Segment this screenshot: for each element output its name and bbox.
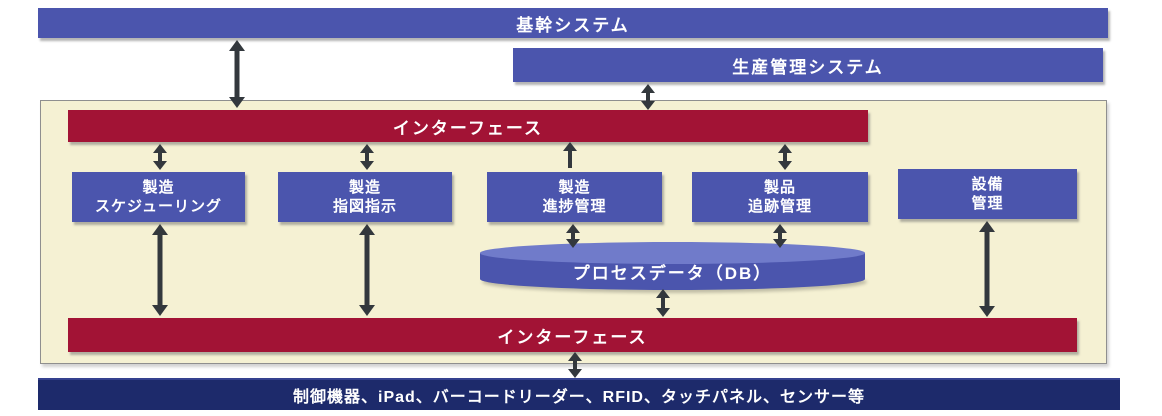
product-tracking-box: 製品 追跡管理	[692, 172, 868, 222]
production-management-bar: 生産管理システム	[513, 48, 1103, 82]
arrow-tracking-db	[772, 224, 788, 248]
field-devices-label: 制御機器、iPad、バーコードリーダー、RFID、タッチパネル、センサー等	[293, 389, 865, 406]
box-label-line: 製造	[558, 178, 591, 196]
arrow-production-interface	[640, 84, 656, 110]
arrow-interface-order	[359, 144, 375, 170]
interface-bottom-label: インターフェース	[497, 327, 648, 347]
box-label-line: 設備	[971, 175, 1004, 193]
manufacturing-scheduling-box: 製造 スケジューリング	[72, 172, 245, 222]
box-label-line: 管理	[971, 195, 1004, 212]
interface-bottom-bar: インターフェース	[68, 318, 1077, 352]
box-label-line: 製造	[142, 178, 175, 196]
equipment-management-box: 設備 管理	[898, 169, 1077, 219]
arrow-progress-interface	[562, 142, 578, 170]
manufacturing-order-box: 製造 指図指示	[278, 172, 452, 222]
interface-top-label: インターフェース	[392, 118, 544, 138]
core-system-label: 基幹システム	[516, 15, 630, 35]
arrow-progress-db	[565, 224, 581, 248]
box-label-line: 指図指示	[332, 198, 397, 215]
arrow-scheduling-bottom-interface	[152, 224, 168, 316]
process-db-label: プロセスデータ（DB）	[572, 264, 773, 283]
arrow-equipment-bottom-interface	[979, 221, 995, 317]
box-label-line: スケジューリング	[95, 198, 222, 215]
arrow-bottom-interface-devices	[567, 352, 583, 378]
field-devices-bar: 制御機器、iPad、バーコードリーダー、RFID、タッチパネル、センサー等	[38, 378, 1120, 410]
interface-top-bar: インターフェース	[68, 110, 868, 142]
arrow-interface-tracking	[777, 144, 793, 170]
box-label-line: 追跡管理	[747, 198, 812, 215]
arrow-db-bottom-interface	[655, 289, 671, 317]
box-label-line: 製品	[763, 178, 796, 196]
process-db-cylinder: プロセスデータ（DB）	[480, 242, 865, 290]
box-label-line: 進捗管理	[542, 198, 607, 215]
manufacturing-progress-box: 製造 進捗管理	[487, 172, 662, 222]
production-management-label: 生産管理システム	[732, 57, 884, 77]
box-label-line: 製造	[348, 178, 381, 196]
arrow-order-bottom-interface	[359, 224, 375, 316]
arrow-core-interface	[229, 40, 245, 108]
core-system-bar: 基幹システム	[38, 8, 1108, 38]
arrow-interface-scheduling	[152, 144, 168, 170]
